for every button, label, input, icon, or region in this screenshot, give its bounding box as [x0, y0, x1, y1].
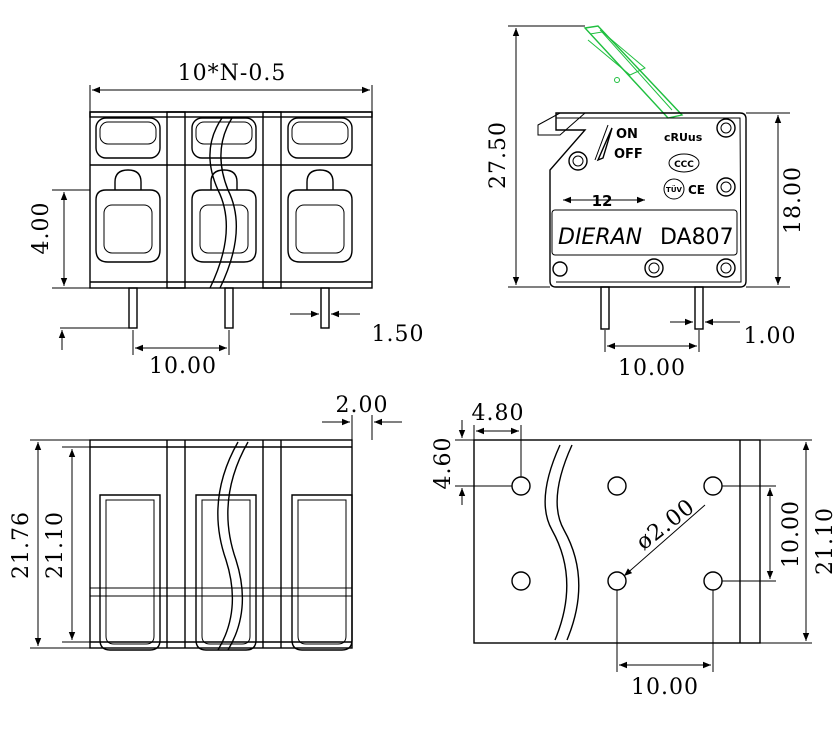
wire-openings — [95, 169, 353, 263]
hole-x-dim: 4.80 — [472, 401, 525, 426]
pcb-layout-view: 4.80 4.60 ø2.00 10.00 21.10 10.00 — [431, 401, 838, 700]
col-pitch-dim: 10.00 — [631, 675, 699, 700]
pin-width-dim: 1.50 — [372, 322, 425, 347]
strip-length-label: 12 — [592, 192, 613, 210]
row-pitch-dim: 10.00 — [779, 500, 804, 568]
hole-dia-dim: ø2.00 — [632, 494, 700, 555]
ul-mark: cRUus — [664, 131, 703, 144]
front-pitch-dim: 10.00 — [149, 354, 217, 379]
terminal-latches — [95, 117, 353, 159]
bottom-view: 21.76 21.10 2.00 — [9, 393, 402, 651]
tuv-mark: TÜV — [666, 185, 682, 194]
model-label: DA807 — [660, 225, 734, 250]
hole-y-dim: 4.60 — [431, 437, 456, 490]
pcb-height-dim: 21.10 — [813, 507, 838, 575]
pcb-holes — [511, 476, 723, 591]
front-height-dim: 4.00 — [29, 202, 54, 255]
wall-dim: 2.00 — [336, 393, 389, 418]
front-pins — [128, 287, 330, 329]
side-pins — [600, 286, 704, 330]
brand-label: DIERAN — [558, 225, 642, 250]
side-pin-dim: 1.00 — [744, 324, 797, 349]
side-pitch-dim: 10.00 — [618, 356, 686, 381]
certification-marks: cRUus CCC TÜV CE — [663, 131, 705, 200]
side-view: ON OFF cRUus CCC TÜV CE 12 DIERAN DA807 — [486, 25, 806, 381]
clamp-slots — [99, 494, 353, 651]
on-label: ON — [616, 127, 638, 142]
ccc-mark: CCC — [674, 160, 694, 170]
side-holes — [552, 118, 736, 278]
width-formula-dim: 10*N-0.5 — [178, 61, 287, 86]
inner-height-dim: 21.10 — [43, 511, 68, 579]
total-height-dim: 27.50 — [486, 121, 511, 189]
front-view: 10*N-0.5 4.00 1.50 10.00 — [29, 61, 425, 379]
ce-mark: CE — [688, 183, 705, 197]
lever — [583, 25, 684, 119]
body-height-dim: 18.00 — [781, 166, 806, 234]
off-label: OFF — [614, 147, 643, 162]
outer-height-dim: 21.76 — [9, 511, 34, 579]
